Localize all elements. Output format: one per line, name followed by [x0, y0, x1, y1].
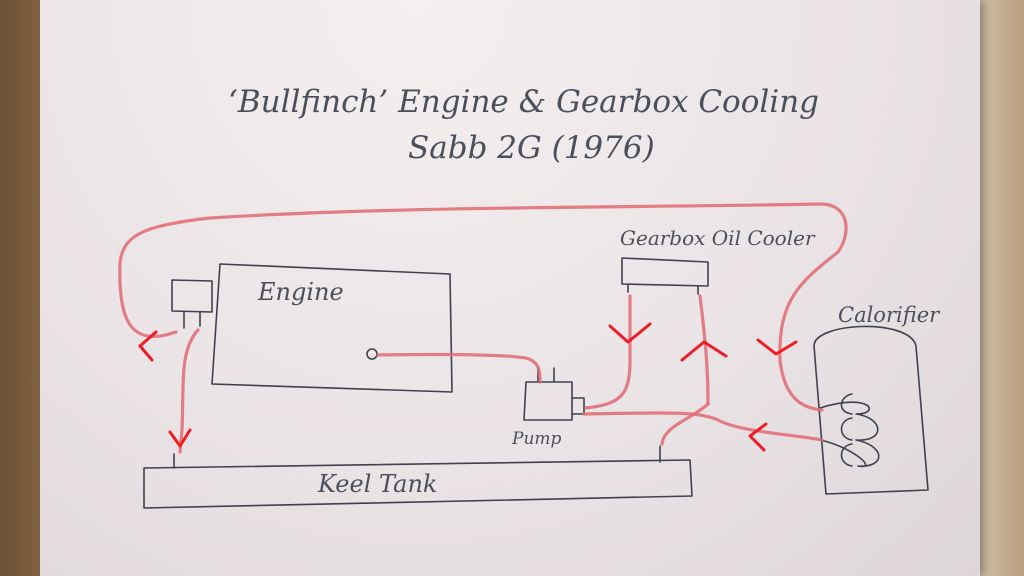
cooler-stubs: [627, 283, 699, 295]
pump-label: Pump: [511, 429, 562, 449]
gearbox-oil-cooler-label: Gearbox Oil Cooler: [620, 226, 816, 250]
calorifier-label: Calorifier: [838, 303, 941, 327]
calorifier-tank: [813, 325, 929, 495]
flow-arrow-up-icon: [680, 340, 728, 362]
paper-sheet: [40, 0, 980, 576]
pump-outlet: [571, 397, 585, 415]
pump-body: [523, 381, 573, 421]
flow-arrow-left-icon: [748, 422, 768, 452]
diagram-title: ‘Bullfinch’ Engine & Gearbox Cooling: [228, 84, 819, 120]
thermostat-housing: [171, 279, 213, 313]
flow-arrow-down-icon: [168, 428, 192, 448]
engine-block: [211, 263, 453, 393]
flow-arrow-down-icon: [608, 322, 652, 344]
flow-arrow-down-icon: [756, 338, 798, 356]
pipe-pump-to-cooler: [584, 294, 632, 410]
pipe-cooler-return: [698, 294, 710, 406]
diagram-subtitle: Sabb 2G (1976): [408, 130, 655, 166]
keel-tank-label: Keel Tank: [317, 470, 437, 498]
pipe-thermostat-to-keel-tank: [178, 328, 200, 454]
pipe-junction-to-keel-tank: [660, 402, 710, 446]
engine-outlet-fitting: [366, 348, 378, 360]
pipe-engine-to-pump: [376, 352, 542, 384]
keel-tank: [143, 459, 693, 509]
engine-label: Engine: [257, 278, 344, 306]
gearbox-oil-cooler: [621, 257, 709, 287]
pipe-calorifier-return: [582, 411, 824, 442]
thermostat-stub: [183, 311, 201, 329]
keel-tank-inlet-stub: [173, 445, 661, 469]
flow-arrow-left-icon: [138, 330, 158, 362]
table-background: [975, 0, 1024, 576]
pipe-thermostat-to-calorifier: [118, 202, 848, 412]
calorifier-coil: [819, 393, 880, 468]
